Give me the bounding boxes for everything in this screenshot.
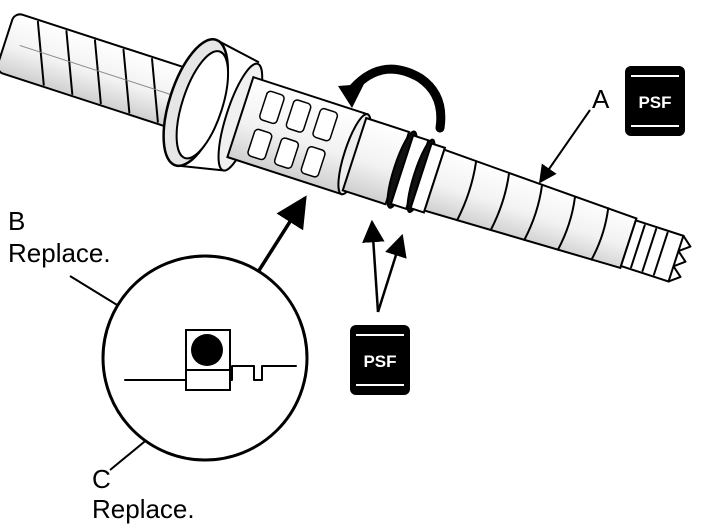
label-a: A <box>592 84 610 114</box>
output-shaft <box>423 148 692 283</box>
psf-badge-bottom: PSF <box>350 325 410 395</box>
rotation-arrow <box>338 64 446 133</box>
backup-ring-c <box>185 369 231 391</box>
leader-a <box>538 109 591 184</box>
psf-badge-top-text: PSF <box>638 93 671 112</box>
helical-gear <box>0 13 190 128</box>
leader-detail <box>256 195 307 273</box>
o-ring-b <box>191 334 223 366</box>
label-c-letter: C <box>92 464 111 494</box>
psf-badge-top: PSF <box>625 66 685 136</box>
psf-badge-bottom-text: PSF <box>363 352 396 371</box>
detail-view <box>101 254 309 462</box>
label-b-note: Replace. <box>8 238 111 268</box>
label-b-letter: B <box>8 206 25 236</box>
seal-ring-groove <box>386 130 447 214</box>
shaft-assembly <box>0 13 692 283</box>
leader-psf-1 <box>362 219 385 313</box>
splined-section <box>226 75 369 196</box>
label-c-note: Replace. <box>92 494 195 524</box>
leader-psf-2 <box>376 233 407 313</box>
